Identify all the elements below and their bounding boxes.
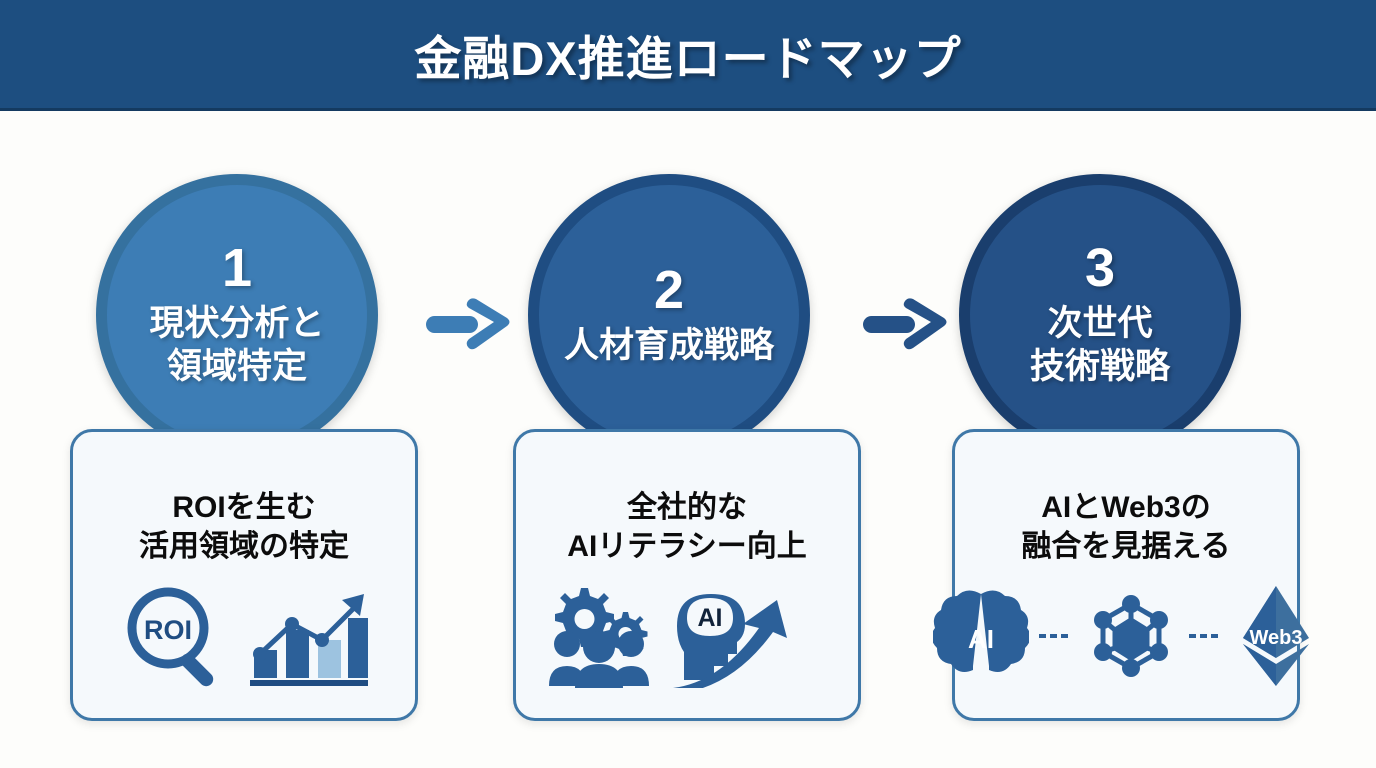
arrow-step2-to-step3 — [861, 293, 951, 355]
ai-brain-icon: AI — [931, 586, 1031, 691]
card-icon-group-2: AI — [516, 566, 858, 718]
roi-icon-text: ROI — [144, 615, 192, 645]
ai-head-arrow-icon: AI — [665, 584, 831, 694]
blockchain-node-icon — [1083, 586, 1179, 691]
arrow-step1-to-step2 — [424, 293, 514, 355]
step-label-3: 次世代 技術戦略 — [1029, 304, 1170, 386]
card-heading-2: 全社的な AIリテラシー向上 — [567, 491, 807, 563]
roi-magnifier-icon: ROI — [116, 584, 234, 693]
step-circle-3[interactable]: 3 次世代 技術戦略 — [959, 174, 1241, 456]
card-icon-group-1: ROI — [73, 566, 415, 718]
step-number-1: 1 — [221, 238, 253, 299]
info-card-2[interactable]: 全社的な AIリテラシー向上 — [513, 429, 861, 721]
header-band: 金融DX推進ロードマップ — [0, 0, 1376, 111]
ai-brain-icon-text: AI — [968, 624, 994, 654]
connector-dots-left — [1039, 629, 1073, 647]
step-number-2: 2 — [653, 259, 685, 320]
card-heading-3: AIとWeb3の 融合を見据える — [1021, 491, 1231, 563]
step-circle-2[interactable]: 2 人材育成戦略 — [528, 174, 810, 456]
bar-chart-growth-icon — [244, 584, 372, 693]
info-card-1[interactable]: ROIを生む 活用領域の特定 ROI — [70, 429, 418, 721]
card-heading-1: ROIを生む 活用領域の特定 — [139, 491, 349, 563]
connector-dots-right — [1189, 629, 1223, 647]
info-card-3[interactable]: AIとWeb3の 融合を見据える AI — [931, 429, 1309, 721]
gears-people-icon — [543, 584, 655, 693]
web3-diamond-icon: Web3 — [1233, 582, 1319, 695]
page-title: 金融DX推進ロードマップ — [414, 31, 962, 85]
ai-head-icon-text: AI — [698, 604, 723, 632]
step-label-1: 現状分析と 領域特定 — [149, 304, 325, 386]
roadmap-stage: 1 現状分析と 領域特定 2 人材育成戦略 3 次世代 技術戦略 ROIを生む … — [0, 111, 1376, 768]
web3-icon-text: Web3 — [1250, 627, 1303, 649]
card-icon-group-3: AI — [931, 566, 1309, 718]
step-circle-1[interactable]: 1 現状分析と 領域特定 — [96, 174, 378, 456]
step-label-2: 人材育成戦略 — [563, 325, 774, 365]
step-number-3: 3 — [1084, 238, 1116, 299]
